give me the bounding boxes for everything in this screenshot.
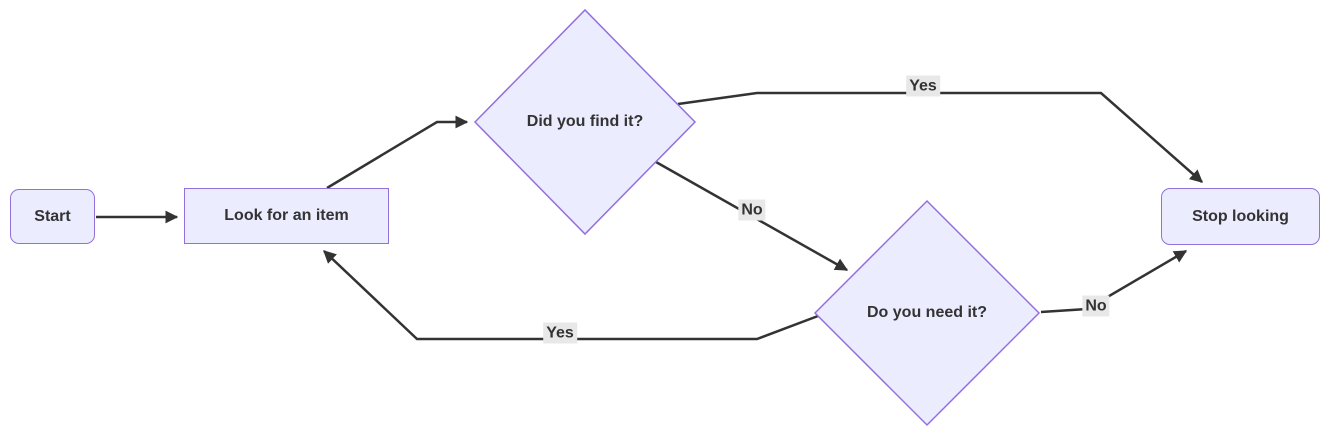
edge-label-no-right: No bbox=[1082, 295, 1110, 317]
edge-found-to-stop-yes bbox=[677, 91, 1203, 183]
edge-need-to-stop-no bbox=[1040, 249, 1188, 314]
edge-look-to-found bbox=[326, 115, 469, 190]
node-do-you-need-it-label: Do you need it? bbox=[867, 304, 987, 321]
edge-need-to-look-yes bbox=[323, 250, 819, 341]
node-do-you-need-it-shape bbox=[813, 199, 1041, 427]
edge-label-yes-top: Yes bbox=[906, 75, 940, 97]
node-look-for-an-item-label: Look for an item bbox=[224, 207, 349, 224]
node-did-you-find-it-shape bbox=[473, 8, 697, 236]
node-start: Start bbox=[10, 189, 95, 244]
edge-label-yes-bottom: Yes bbox=[543, 322, 577, 344]
node-look-for-an-item: Look for an item bbox=[184, 188, 389, 244]
node-stop-looking-label: Stop looking bbox=[1192, 207, 1289, 225]
node-stop-looking: Stop looking bbox=[1161, 188, 1320, 245]
node-start-label: Start bbox=[34, 207, 71, 225]
node-did-you-find-it-label: Did you find it? bbox=[526, 113, 644, 130]
edge-label-no-middle: No bbox=[738, 199, 766, 221]
